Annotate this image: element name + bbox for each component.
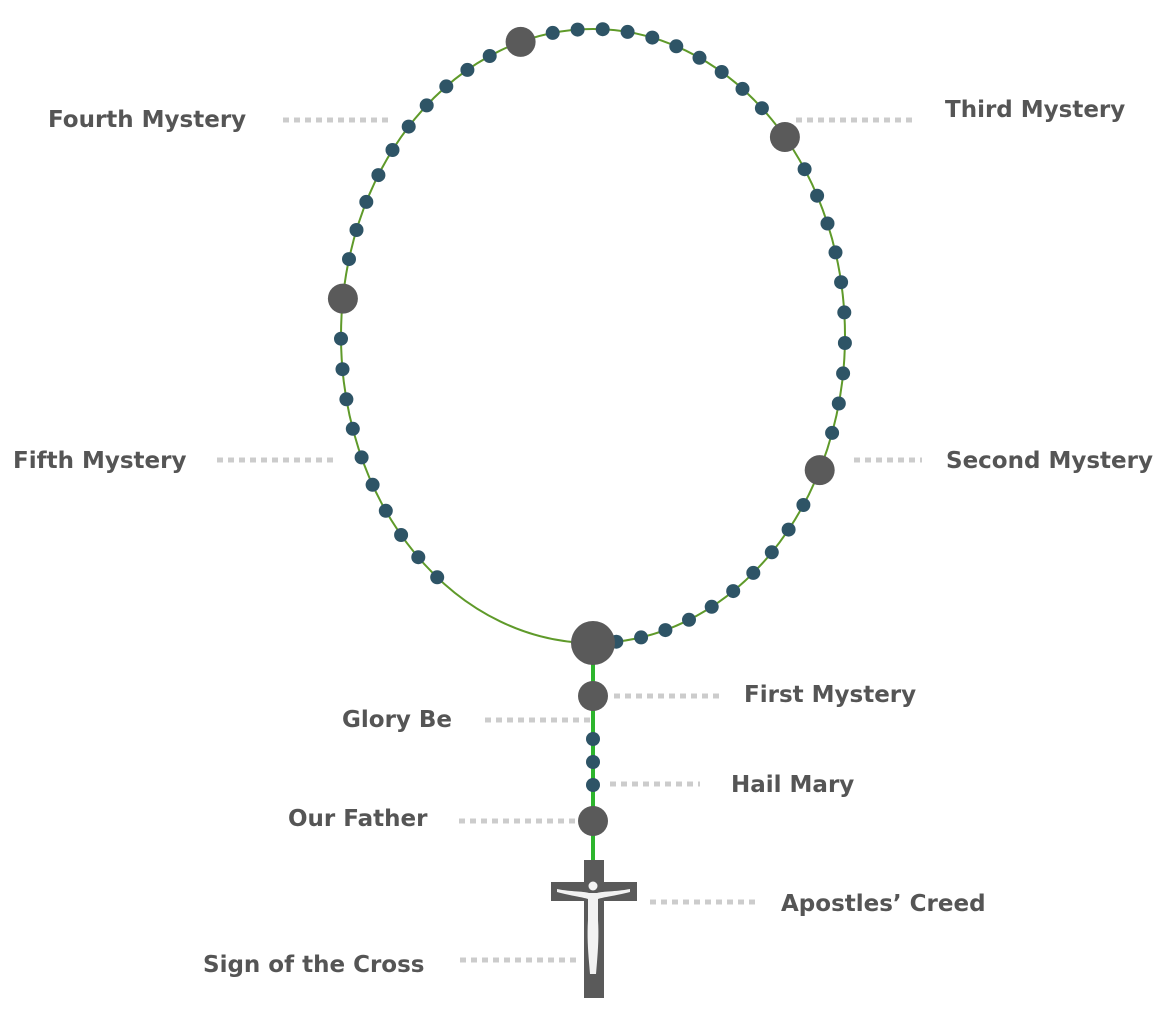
hail-mary-bead	[401, 119, 416, 134]
hail-mary-bead	[669, 39, 684, 54]
hail-mary-bead	[359, 194, 374, 209]
fifth-mystery-bead	[327, 283, 358, 314]
crucifix	[551, 860, 637, 998]
hail-mary-bead	[385, 143, 400, 157]
labels: Fourth Mystery Third Mystery Fifth Myste…	[13, 97, 1153, 978]
hail-mary-bead	[781, 522, 796, 537]
hail-mary-bead	[342, 252, 356, 267]
first-mystery-bead	[578, 681, 608, 711]
hail-mary-bead	[764, 545, 779, 560]
hail-mary-bead	[411, 550, 426, 565]
hail-mary-bead	[704, 599, 719, 614]
corpus-figure	[557, 881, 630, 974]
hail-mary-bead	[797, 162, 812, 177]
hail-mary-bead	[439, 79, 454, 94]
hail-mary-bead	[828, 245, 843, 260]
label-second-mystery: Second Mystery	[946, 448, 1153, 474]
label-first-mystery: First Mystery	[744, 682, 916, 708]
hail-mary-bead	[726, 584, 741, 599]
label-apostles-creed: Apostles’ Creed	[781, 891, 986, 917]
hail-mary-bead	[378, 503, 393, 518]
our-father-bead	[578, 806, 608, 836]
hail-mary-bead	[820, 216, 835, 231]
hail-mary-bead	[837, 336, 852, 350]
hail-mary-bead	[482, 49, 497, 63]
hail-mary-bead	[345, 421, 360, 436]
hail-mary-bead	[460, 62, 475, 77]
hail-mary-bead	[570, 22, 585, 37]
hail-mary-bead	[545, 25, 560, 40]
hail-mary-bead	[371, 168, 386, 183]
hail-mary-bead	[825, 425, 840, 440]
label-our-father: Our Father	[288, 806, 428, 832]
hail-mary-bead	[419, 98, 434, 113]
label-sign-of-cross: Sign of the Cross	[203, 952, 425, 978]
hail-mary-bead	[746, 565, 761, 580]
label-fifth-mystery: Fifth Mystery	[13, 448, 186, 474]
hail-mary-bead	[834, 275, 849, 290]
hail-mary-bead	[339, 392, 354, 407]
pendant-hail-mary-bead	[586, 732, 600, 746]
hail-mary-bead	[645, 30, 660, 45]
hail-mary-bead	[365, 477, 380, 492]
hail-mary-bead	[430, 570, 445, 585]
cross-horizontal-beam	[551, 882, 637, 901]
pendant-hail-mary-bead	[586, 778, 600, 792]
hail-mary-bead	[634, 630, 649, 645]
label-fourth-mystery: Fourth Mystery	[48, 107, 246, 133]
hail-mary-bead	[836, 366, 851, 381]
hail-mary-bead	[754, 101, 769, 116]
rosary-beads	[327, 22, 852, 836]
hail-mary-bead	[796, 498, 811, 512]
hail-mary-bead	[831, 396, 846, 411]
hail-mary-bead	[334, 331, 348, 346]
third-mystery-bead	[769, 122, 800, 152]
hail-mary-bead	[394, 528, 409, 542]
hail-mary-bead	[658, 623, 673, 638]
hail-mary-bead	[692, 50, 707, 65]
hail-mary-bead	[837, 305, 852, 320]
pendant-hail-mary-bead	[586, 755, 600, 769]
label-hail-mary: Hail Mary	[731, 772, 854, 798]
second-mystery-bead	[804, 455, 835, 486]
centerpiece-bead	[571, 621, 615, 665]
hail-mary-bead	[735, 81, 750, 96]
hail-mary-bead	[810, 188, 825, 203]
label-glory-be: Glory Be	[342, 707, 452, 733]
fourth-mystery-bead	[505, 26, 536, 57]
label-third-mystery: Third Mystery	[945, 97, 1125, 123]
leader-lines	[217, 117, 922, 963]
hail-mary-bead	[714, 65, 729, 79]
hail-mary-bead	[349, 223, 364, 237]
hail-mary-bead	[682, 612, 696, 627]
hail-mary-bead	[595, 22, 610, 37]
hail-mary-bead	[354, 450, 369, 465]
hail-mary-bead	[620, 24, 635, 39]
hail-mary-bead	[335, 362, 350, 377]
